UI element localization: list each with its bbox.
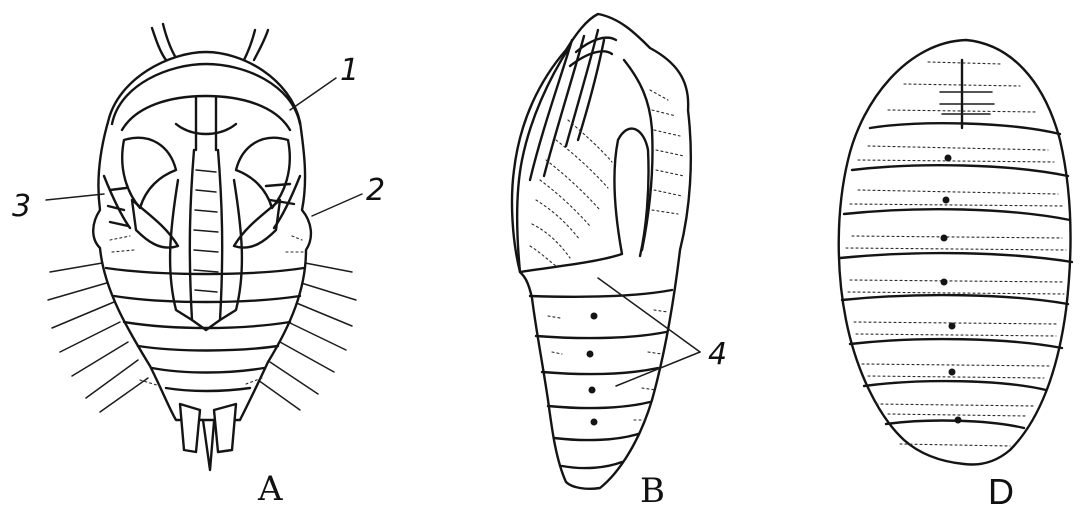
callout-3-leader bbox=[46, 194, 104, 200]
callout-2-label: 2 bbox=[366, 173, 385, 208]
callout-1-leader bbox=[290, 78, 336, 110]
callout-4-label: 4 bbox=[708, 337, 727, 372]
panel-b-label: B bbox=[640, 471, 665, 508]
pupa-d-drawing bbox=[839, 40, 1072, 464]
pupa-a-drawing bbox=[48, 24, 356, 470]
pupa-b-drawing bbox=[512, 14, 691, 489]
callout-1-label: 1 bbox=[340, 53, 359, 88]
panel-d-label: D bbox=[988, 471, 1014, 508]
callout-2-leader bbox=[312, 194, 362, 216]
panel-a-label: A bbox=[257, 469, 283, 508]
callout-3-label: 3 bbox=[12, 189, 31, 224]
